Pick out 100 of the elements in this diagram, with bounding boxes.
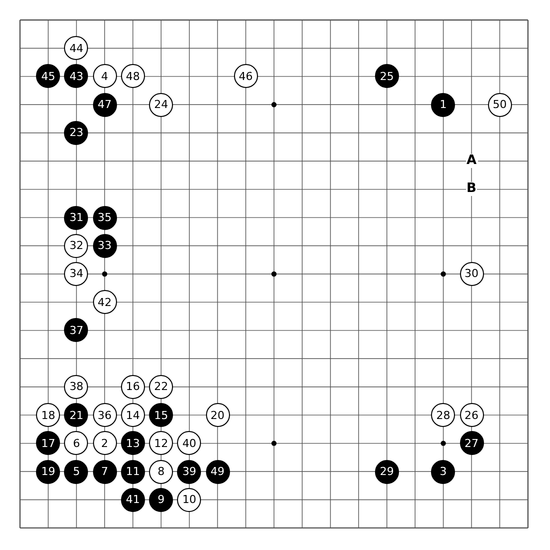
go-stone <box>234 64 258 88</box>
go-stone <box>64 206 88 230</box>
go-stone <box>149 374 174 399</box>
move-number: 12 <box>154 438 168 449</box>
go-stone <box>488 92 512 117</box>
go-stone <box>149 92 174 117</box>
go-stone <box>374 460 399 484</box>
move-number: 21 <box>69 410 84 421</box>
go-stone <box>36 64 60 88</box>
go-stone <box>64 460 88 484</box>
move-number: 25 <box>380 70 394 82</box>
move-number: 2 <box>101 438 108 449</box>
move-number: 31 <box>69 212 84 224</box>
move-number: 10 <box>182 494 196 506</box>
move-number: 36 <box>98 410 112 421</box>
move-number: 22 <box>154 381 168 392</box>
move-number: 27 <box>464 438 479 449</box>
go-stone <box>120 431 145 456</box>
go-stone <box>36 460 60 484</box>
go-stone <box>460 431 484 456</box>
go-stone <box>120 403 145 428</box>
go-stone <box>120 64 145 88</box>
move-number: 23 <box>69 127 84 138</box>
go-stone <box>92 460 117 484</box>
move-number: 48 <box>126 70 140 82</box>
go-stone <box>92 92 117 117</box>
move-number: 14 <box>126 410 140 421</box>
go-stone <box>92 290 117 314</box>
move-number: 5 <box>72 466 80 478</box>
move-number: 45 <box>41 70 56 82</box>
move-number: 17 <box>41 438 56 449</box>
move-number: 42 <box>98 296 112 308</box>
point-label: B <box>466 182 478 196</box>
go-stone <box>374 64 399 88</box>
go-stone <box>177 488 202 512</box>
move-number: 41 <box>126 494 140 506</box>
move-number: 24 <box>154 99 168 110</box>
go-stone <box>149 460 174 484</box>
move-number: 44 <box>69 42 84 54</box>
go-stone <box>92 64 117 88</box>
go-stone <box>431 92 456 117</box>
move-number: 3 <box>440 466 447 478</box>
move-number: 34 <box>69 268 84 280</box>
go-stone <box>64 262 88 286</box>
go-stone <box>177 431 202 456</box>
point-label: A <box>466 154 478 168</box>
move-number: 50 <box>492 99 507 110</box>
go-stone <box>64 234 88 258</box>
move-number: 16 <box>126 381 140 392</box>
move-number: 15 <box>154 410 168 421</box>
move-number: 32 <box>69 240 84 252</box>
move-number: 39 <box>182 466 196 478</box>
go-stone <box>177 460 202 484</box>
go-stone <box>206 403 230 428</box>
go-stone <box>64 64 88 88</box>
go-stone <box>149 431 174 456</box>
move-number: 35 <box>98 212 112 224</box>
go-stone <box>92 403 117 428</box>
move-number: 38 <box>69 381 84 392</box>
move-number: 13 <box>126 438 140 449</box>
move-number: 20 <box>210 410 225 421</box>
go-stone <box>92 234 117 258</box>
move-number: 29 <box>380 466 394 478</box>
move-number: 1 <box>440 99 447 110</box>
go-stone <box>36 403 60 428</box>
go-stone <box>460 403 484 428</box>
go-stone <box>92 431 117 456</box>
move-number: 4 <box>101 70 108 82</box>
move-number: 26 <box>464 410 479 421</box>
move-number: 33 <box>98 240 112 252</box>
go-stone <box>64 120 88 145</box>
go-stone <box>64 374 88 399</box>
go-stone <box>431 403 456 428</box>
move-number: 19 <box>41 466 56 478</box>
move-number: 7 <box>101 466 108 478</box>
move-number: 28 <box>436 410 450 421</box>
move-number: 8 <box>158 466 165 478</box>
go-stone <box>64 431 88 456</box>
move-number: 46 <box>238 70 253 82</box>
move-number: 47 <box>98 99 112 110</box>
go-stone <box>120 374 145 399</box>
go-stone <box>206 460 230 484</box>
move-number: 11 <box>126 466 140 478</box>
move-number: 40 <box>182 438 196 449</box>
move-number: 9 <box>158 494 165 506</box>
go-stone <box>149 488 174 512</box>
go-stone <box>36 431 60 456</box>
move-number: 18 <box>41 410 56 421</box>
go-stone <box>460 262 484 286</box>
go-stone <box>149 403 174 428</box>
move-number: 6 <box>72 438 80 449</box>
move-number: 30 <box>464 268 479 280</box>
move-number: 49 <box>210 466 225 478</box>
go-stone <box>92 206 117 230</box>
go-stone <box>120 488 145 512</box>
go-stone <box>64 318 88 342</box>
move-number: 37 <box>69 324 84 336</box>
go-stone <box>120 460 145 484</box>
go-stone <box>64 403 88 428</box>
go-stone <box>64 36 88 60</box>
